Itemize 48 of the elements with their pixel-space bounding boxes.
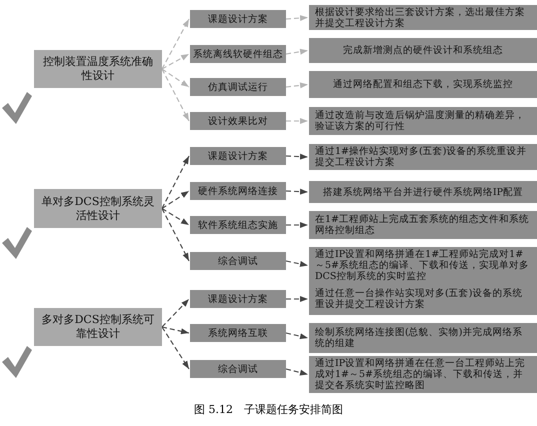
arrow xyxy=(286,368,308,376)
task-box: 综合调试 xyxy=(190,252,286,270)
topic-box: 单对多DCS控制系统灵活性设计 xyxy=(34,189,162,228)
task-box: 软件系统组态实施 xyxy=(190,216,286,234)
arrow xyxy=(286,48,308,55)
description-box: 通过任意一台操作站实现对多(五套)设备的系统重设并提交工程设计方案 xyxy=(309,283,537,315)
description-box: 通过IP设置和网络拼通在1#工程师站完成对1#～5#系统组态的编译、下载和传送，实现单对多DCS控制系统的实时监控 xyxy=(309,247,537,284)
arrow xyxy=(286,332,308,340)
arrow xyxy=(286,118,308,124)
arrow xyxy=(162,18,190,70)
task-box: 课题设计方案 xyxy=(190,290,286,308)
description-box: 通过网络配置和组态下载，实现系统监控 xyxy=(309,71,537,98)
description-box: 通过1#操作站实现对多(五套)设备的系统重设并提交工程设计方案 xyxy=(309,144,537,170)
description-box: 通过改造前与改造后锅炉温度测量的精确差异，验证该方案的可行性 xyxy=(309,107,537,135)
arrow xyxy=(286,154,308,160)
description-box: 搭建系统网络平台并进行硬件系统网络IP配置 xyxy=(309,181,537,203)
task-box: 综合调试 xyxy=(190,360,286,378)
arrow xyxy=(286,296,308,302)
task-box: 仿真调试运行 xyxy=(190,78,286,96)
arrow xyxy=(162,208,190,262)
task-box: 系统离线软硬件组态 xyxy=(190,45,286,63)
arrow xyxy=(286,82,308,88)
arrow xyxy=(286,260,308,267)
description-box: 在1#工程师站上完成五套系统的组态文件和系统网络控制组态 xyxy=(309,211,537,239)
task-box: 设计效果比对 xyxy=(190,112,286,130)
topic-box: 多对多DCS控制系统可靠性设计 xyxy=(34,308,162,346)
arrow xyxy=(286,188,308,195)
description-box: 绘制系统网络连接图(总貌、实物)并完成网络系统的组建 xyxy=(309,323,537,353)
arrow xyxy=(162,156,190,209)
task-box: 课题设计方案 xyxy=(190,147,286,165)
arrow xyxy=(162,298,190,328)
arrow xyxy=(162,326,190,334)
arrow xyxy=(162,68,190,88)
arrow xyxy=(286,222,308,228)
figure-caption: 图 5.12 子课题任务安排简图 xyxy=(193,402,344,417)
arrow xyxy=(162,190,190,209)
arrow xyxy=(162,208,190,226)
description-box: 根据设计要求给出三套设计方案，选出最佳方案并提交工程设计方案 xyxy=(309,5,537,30)
arrow xyxy=(162,54,190,70)
description-box: 完成新增测点的硬件设计和系统组态 xyxy=(309,38,537,63)
arrow xyxy=(286,15,308,22)
description-box: 通过IP设置和网络拼通在任意一台工程师站上完成对1#～5#系统组态的编译、下载和传送，并提交各系统实时监控略图 xyxy=(309,356,537,393)
task-box: 系统网络互联 xyxy=(190,324,286,342)
arrow xyxy=(162,68,190,122)
topic-box: 控制装置温度系统准确性设计 xyxy=(34,50,162,88)
task-box: 课题设计方案 xyxy=(190,10,286,28)
arrow xyxy=(162,326,190,370)
task-box: 硬件系统网络连接 xyxy=(190,182,286,200)
